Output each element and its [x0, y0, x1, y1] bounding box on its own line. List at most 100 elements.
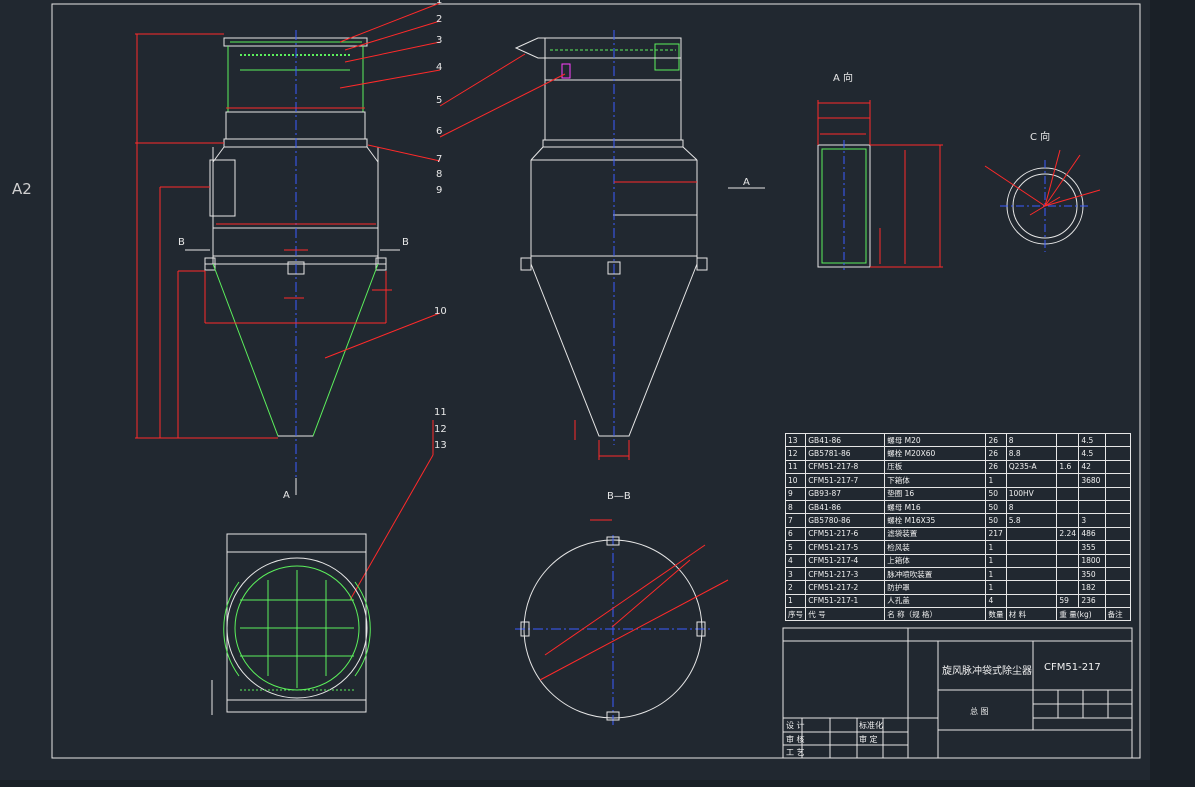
standardization-label: 标准化 — [859, 721, 883, 730]
bom-cell-total-wt: 350 — [1078, 566, 1106, 582]
bom-cell-qty: 26 — [985, 446, 1007, 461]
bom-cell-total-wt: 3 — [1078, 513, 1106, 528]
bom-cell-no: 8 — [784, 499, 807, 515]
bom-cell-code: CFM51-217-8 — [805, 459, 886, 475]
bom-cell-total-wt — [1078, 499, 1106, 515]
bom-cell-material: 8.8 — [1005, 446, 1058, 461]
side-view — [439, 30, 765, 460]
view-a-title: A 向 — [833, 73, 854, 84]
callout-5: 5 — [436, 95, 443, 106]
bom-cell-note — [1104, 446, 1132, 461]
bom-header-row: 序号代 号名 称（规 格）数量材 料重 量(kg)备注 — [784, 607, 1132, 622]
bom-cell-note — [1104, 593, 1132, 609]
arrow-a-bottom: A — [283, 490, 290, 501]
sheet-size-label: A2 — [12, 180, 32, 198]
bom-cell-material — [1005, 593, 1058, 609]
bom-cell-unit-wt — [1056, 432, 1080, 448]
section-bb-title: B—B — [607, 491, 631, 502]
bom-cell-qty: 4 — [985, 593, 1007, 609]
bom-cell-qty: 217 — [985, 526, 1007, 542]
bom-cell-unit-wt — [1056, 580, 1080, 595]
bom-cell-note — [1104, 580, 1132, 595]
callout-9: 9 — [436, 185, 443, 196]
bom-cell-qty: 1 — [985, 540, 1007, 555]
bom-cell-code: GB41-86 — [805, 432, 886, 448]
bom-cell-unit-wt — [1056, 446, 1080, 461]
bom-cell-name: 防护罩 — [884, 580, 987, 595]
view-c — [984, 149, 1101, 252]
bom-cell-note — [1104, 486, 1132, 501]
bom-cell-qty: 1 — [985, 580, 1007, 595]
bom-cell-name: 压板 — [884, 459, 987, 475]
bom-cell-note — [1104, 499, 1132, 515]
bom-cell-material: Q235-A — [1005, 459, 1058, 475]
bom-cell-unit-wt: 1.6 — [1056, 459, 1080, 475]
bom-cell-no: 6 — [784, 526, 807, 542]
bom-cell-unit-wt — [1056, 540, 1080, 555]
bom-cell-name: 滤袋装置 — [884, 526, 987, 542]
section-mark-b-right: B — [402, 237, 409, 248]
drawing-subtitle: 总 图 — [970, 707, 989, 716]
bom-cell-no: 1 — [784, 593, 807, 609]
bom-cell-unit-wt — [1056, 499, 1080, 515]
bom-cell-code: CFM51-217-2 — [805, 580, 886, 595]
bom-cell-name: 螺母 M16 — [884, 499, 987, 515]
bom-cell-code: CFM51-217-1 — [805, 593, 886, 609]
bom-cell-material — [1005, 553, 1058, 568]
bom-cell-qty: 50 — [985, 513, 1007, 528]
process-label: 工 艺 — [786, 748, 805, 757]
bom-cell-no: 11 — [784, 459, 807, 475]
section-bb — [515, 519, 729, 725]
bom-cell-note — [1104, 459, 1132, 475]
bom-cell-material: 100HV — [1005, 486, 1058, 501]
front-view — [135, 2, 441, 601]
bom-cell-note — [1104, 432, 1132, 448]
bom-cell-no: 12 — [784, 446, 807, 461]
bom-cell-material — [1005, 566, 1058, 582]
title-block-frame — [782, 627, 1133, 759]
bom-cell-total-wt: 42 — [1078, 459, 1106, 475]
bom-cell-no: 13 — [784, 432, 807, 448]
arrow-a-side: A — [743, 177, 750, 188]
callout-3: 3 — [436, 35, 443, 46]
callout-13: 13 — [434, 440, 447, 451]
bom-cell-name: 垫圈 16 — [884, 486, 987, 501]
reviewer-label: 审 核 — [786, 735, 805, 744]
bom-cell-material: 8 — [1005, 432, 1058, 448]
bom-cell-code: CFM51-217-4 — [805, 553, 886, 568]
bom-cell-name: 下箱体 — [884, 473, 987, 488]
bom-cell-unit-wt — [1056, 553, 1080, 568]
callout-11: 11 — [434, 407, 447, 418]
drawing-border — [51, 3, 1141, 759]
inlet-duct — [209, 159, 236, 217]
bom-cell-total-wt: 236 — [1078, 593, 1106, 609]
drawing-number: CFM51-217 — [1044, 662, 1101, 673]
bom-cell-total-wt: 486 — [1078, 526, 1106, 542]
callout-8: 8 — [436, 169, 443, 180]
bom-cell-qty: 26 — [985, 459, 1007, 475]
callout-6: 6 — [436, 126, 443, 137]
bom-cell-qty: 26 — [985, 432, 1007, 448]
bom-cell-no: 2 — [784, 580, 807, 595]
bom-cell-unit-wt: 59 — [1056, 593, 1080, 609]
bom-cell-unit-wt — [1056, 513, 1080, 528]
bom-cell-total-wt: 1800 — [1078, 553, 1106, 568]
side-strip — [1150, 0, 1195, 787]
callout-2: 2 — [436, 14, 443, 25]
bom-cell-code: CFM51-217-6 — [805, 526, 886, 542]
bom-cell-material: 5.8 — [1005, 513, 1058, 528]
bom-header-no: 序号 — [784, 607, 807, 622]
bom-cell-material — [1005, 580, 1058, 595]
bom-cell-code: GB5781-86 — [805, 446, 886, 461]
approval-label: 审 定 — [859, 735, 878, 744]
